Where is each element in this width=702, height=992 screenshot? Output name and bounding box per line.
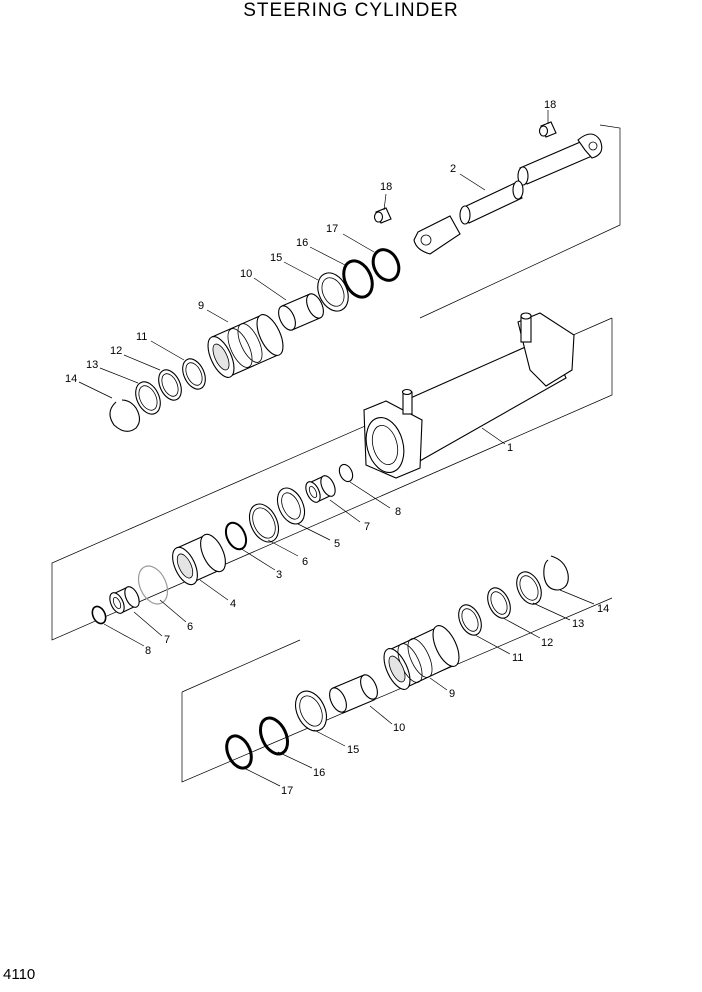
callout-1: 1 — [507, 442, 513, 454]
callout-10-lower: 10 — [393, 722, 405, 734]
ring-13-upper — [135, 381, 161, 415]
callout-17-upper: 17 — [326, 223, 338, 235]
callout-2: 2 — [450, 163, 456, 175]
bushing-7-mid — [305, 475, 336, 503]
callout-7-mid: 7 — [364, 521, 370, 533]
backup-ring-15-lower — [294, 690, 328, 732]
o-ring-3-mid — [224, 521, 248, 551]
callout-17-lower: 17 — [281, 785, 293, 797]
ring-12-lower — [487, 587, 511, 619]
piston-4-mid — [172, 533, 226, 586]
backup-ring-15-upper — [317, 272, 349, 312]
bushing-7-left — [109, 586, 140, 614]
callout-labels: 18 2 18 17 16 15 10 9 11 12 13 14 1 8 7 … — [65, 99, 609, 797]
callout-13-lower: 13 — [572, 618, 584, 630]
callout-18-lower: 18 — [380, 181, 392, 193]
cylinder-tube-part — [363, 312, 575, 479]
callout-7-left: 7 — [164, 634, 170, 646]
callout-10-upper: 10 — [240, 268, 252, 280]
ring-6-lower-left — [137, 565, 169, 605]
o-ring-17-upper — [371, 248, 401, 282]
callout-6-left: 6 — [187, 621, 193, 633]
bushing-upper-part — [538, 121, 557, 138]
bushing-lower-part — [373, 207, 392, 224]
callout-9-lower: 9 — [449, 688, 455, 700]
callout-14-upper: 14 — [65, 373, 77, 385]
callout-3: 3 — [276, 569, 282, 581]
callout-9-upper: 9 — [198, 300, 204, 312]
callout-6-mid: 6 — [302, 556, 308, 568]
callout-5: 5 — [334, 538, 340, 550]
ring-5-mid — [276, 487, 306, 525]
callout-16-lower: 16 — [313, 767, 325, 779]
bushing-10-upper — [278, 293, 324, 331]
callout-15-upper: 15 — [270, 252, 282, 264]
callout-18-upper: 18 — [544, 99, 556, 111]
frame-upper — [419, 124, 621, 319]
ring-13-lower — [516, 571, 542, 605]
o-ring-8-mid — [338, 463, 354, 483]
ring-11-upper — [182, 358, 206, 390]
callout-11-upper: 11 — [136, 331, 147, 343]
callout-4: 4 — [230, 598, 236, 610]
callout-12-lower: 12 — [541, 637, 553, 649]
o-ring-16-lower — [258, 716, 290, 756]
ring-6-mid — [248, 503, 280, 543]
gland-9-upper — [207, 314, 284, 378]
callout-11-lower: 11 — [512, 652, 523, 664]
callout-14-lower: 14 — [597, 603, 609, 615]
ring-11-lower — [458, 604, 482, 636]
snap-ring-14-lower — [543, 555, 569, 591]
diagram-title: STEERING CYLINDER — [243, 0, 459, 21]
callout-13-upper: 13 — [86, 359, 98, 371]
ring-12-upper — [158, 369, 182, 401]
o-ring-8-left — [91, 605, 107, 625]
callout-12-upper: 12 — [110, 345, 122, 357]
callout-16-upper: 16 — [296, 237, 308, 249]
callout-15-lower: 15 — [347, 744, 359, 756]
page-number: 4110 — [3, 966, 36, 983]
frame-lower — [181, 597, 613, 783]
gland-9-lower — [383, 625, 460, 690]
leader-lines — [78, 110, 595, 787]
callout-8-left: 8 — [145, 645, 151, 657]
frame-middle — [51, 317, 613, 641]
piston-rod-part — [413, 133, 603, 255]
snap-ring-14-upper — [109, 399, 141, 432]
bushing-10-lower — [329, 674, 378, 714]
o-ring-17-lower — [225, 734, 253, 770]
o-ring-16-upper — [342, 259, 374, 299]
callout-8-mid: 8 — [395, 506, 401, 518]
